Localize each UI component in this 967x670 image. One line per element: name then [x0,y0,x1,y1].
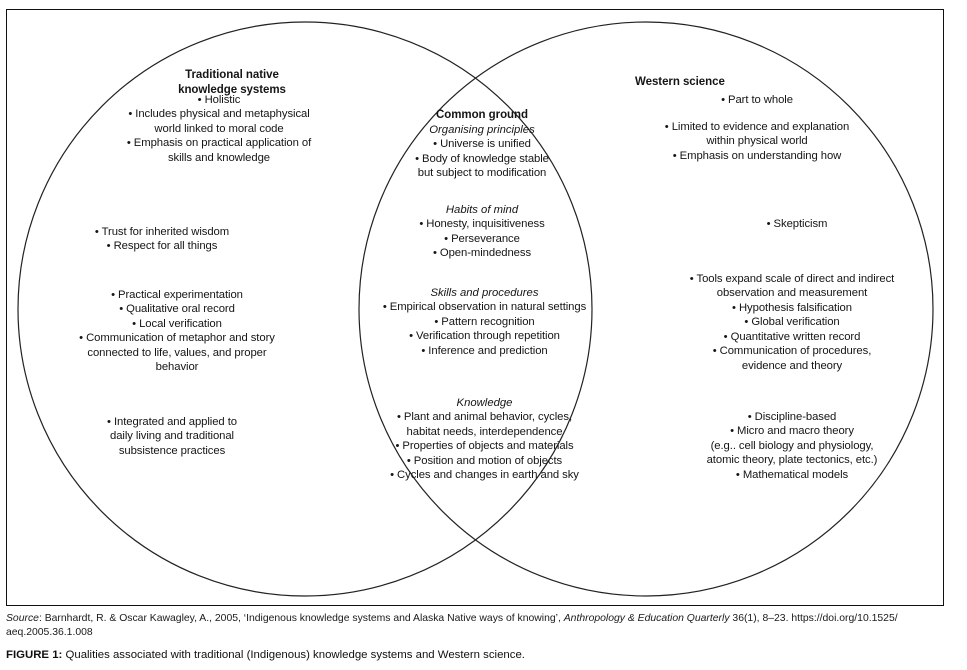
list-item: • Limited to evidence and explanation [664,121,850,133]
list-item: • Local verification [132,317,222,330]
list-item: • Pattern recognition [434,315,535,328]
list-item: daily living and traditional [110,430,234,443]
list-item: • Mathematical models [735,468,849,481]
list-item: • Universe is unified [433,138,531,151]
left-circle-title: Traditional native knowledge systems [107,68,357,97]
source-text-1: : Barnhardt, R. & Oscar Kawagley, A., 20… [38,613,564,624]
right-circle-group-3: • Skepticism [687,217,907,231]
right-circle-group-4: • Tools expand scale of direct and indir… [632,272,952,373]
centre-title: Common ground [436,109,528,121]
list-item: but subject to modification [417,167,547,180]
list-item: • Verification through repetition [409,330,560,343]
list-item: • Respect for all things [106,240,218,253]
list-item: • Trust for inherited wisdom [94,226,230,238]
list-item: • Global verification [744,316,840,329]
right-circle [358,21,934,597]
left-title-line2: knowledge systems [178,83,286,96]
list-item: • Cycles and changes in earth and sky [390,469,579,482]
list-item: • Perseverance [444,232,520,245]
centre-habits-of-mind: Habits of mind • Honesty, inquisitivenes… [362,203,602,261]
list-item: connected to life, values, and proper [87,346,267,359]
list-item: • Honesty, inquisitiveness [419,218,545,231]
list-item: world linked to moral code [154,122,284,135]
list-item: observation and measurement [716,287,868,300]
right-circle-title: Western science [635,75,775,90]
list-item: • Micro and macro theory [730,425,854,438]
list-item: • Holistic [197,94,241,106]
list-item: • Quantitative written record [723,330,861,343]
list-item: skills and knowledge [167,151,270,164]
centre-skills-and-procedures: Skills and procedures • Empirical observ… [342,286,627,358]
left-circle [17,21,593,597]
list-item: • Empirical observation in natural setti… [382,301,587,314]
list-item: • Communication of metaphor and story [79,332,275,345]
list-item: • Plant and animal behavior, cycles, [396,411,573,424]
list-item: within physical world [706,135,808,148]
list-item: • Integrated and applied to [107,416,237,428]
source-line-2: aeq.2005.36.1.008 [6,627,93,639]
list-item: • Tools expand scale of direct and indir… [689,273,895,285]
list-item: • Emphasis on practical application of [126,137,312,150]
left-circle-group-3: • Practical experimentation • Qualitativ… [27,288,327,375]
source-text-2: 36(1), 8–23. https://doi.org/10.1525/ [729,613,898,624]
right-title-line1: Western science [635,76,725,88]
list-item: • Properties of objects and materials [395,440,574,453]
centre-common-ground: Common ground Organising principles • Un… [352,108,612,181]
source-note: Source: Barnhardt, R. & Oscar Kawagley, … [6,612,958,641]
list-item: • Open-mindedness [432,247,532,260]
left-circle-group-4: • Integrated and applied to daily living… [47,415,297,458]
list-item: • Includes physical and metaphysical [128,108,310,121]
figure-frame: Traditional native knowledge systems • H… [6,9,944,606]
list-item: • Communication of procedures, [712,345,872,358]
list-item: • Part to whole [721,94,793,106]
left-circle-group-2: • Trust for inherited wisdom • Respect f… [37,225,287,254]
list-item: (e.g.. cell biology and physiology, [710,439,874,452]
list-item: • Inference and prediction [421,344,548,357]
right-circle-group-5: • Discipline-based • Micro and macro the… [632,410,952,482]
skills-and-procedures-heading: Skills and procedures [430,287,539,299]
figure-caption-label: FIGURE 1: [6,649,63,661]
figure-caption: FIGURE 1: Qualities associated with trad… [6,648,958,663]
right-circle-group-2: • Limited to evidence and explanation wi… [592,120,922,163]
list-item: • Hypothesis falsification [732,301,852,314]
list-item: • Practical experimentation [111,289,243,301]
list-item: • Discipline-based [747,411,837,423]
list-item: • Skepticism [766,218,828,230]
habits-of-mind-heading: Habits of mind [445,204,519,216]
list-item: habitat needs, interdependence [406,425,563,438]
figure-caption-text: Qualities associated with traditional (I… [62,649,525,661]
left-title-line1: Traditional native [185,69,279,81]
list-item: • Position and motion of objects [406,454,563,467]
list-item: behavior [155,361,199,374]
right-circle-group-1: • Part to whole [607,93,907,107]
list-item: subsistence practices [118,444,226,457]
list-item: • Body of knowledge stable [415,152,549,165]
list-item: • Qualitative oral record [119,303,235,316]
list-item: evidence and theory [741,359,843,372]
centre-knowledge: Knowledge • Plant and animal behavior, c… [342,396,627,483]
knowledge-heading: Knowledge [456,397,513,409]
left-circle-group-1: • Holistic • Includes physical and metap… [69,93,369,165]
organising-principles-heading: Organising principles [429,123,535,136]
source-journal: Anthropology & Education Quarterly [563,613,730,624]
list-item: • Emphasis on understanding how [672,149,842,162]
list-item: atomic theory, plate tectonics, etc.) [706,454,878,467]
source-label: Source [6,613,39,624]
venn-diagram [17,21,934,597]
